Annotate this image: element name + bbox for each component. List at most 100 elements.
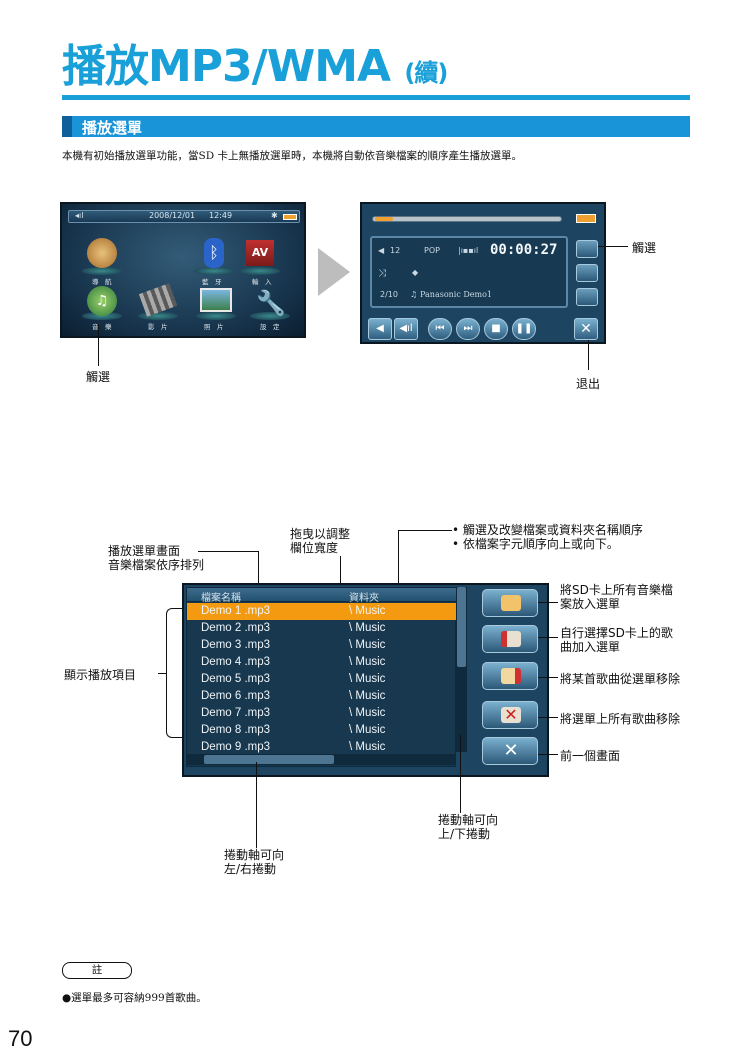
callout-playlist-screen: 播放選單畫面 音樂檔案依序排列 bbox=[108, 544, 205, 572]
playlist-button[interactable] bbox=[576, 240, 598, 258]
list-button[interactable] bbox=[576, 264, 598, 282]
volume-up-button[interactable]: ◀ıl bbox=[394, 318, 418, 340]
exit-button[interactable]: ✕ bbox=[574, 318, 598, 340]
add-song-icon bbox=[501, 631, 521, 647]
shuffle-icon: ⤨ bbox=[378, 268, 386, 279]
callout-sort: • 觸選及改變檔案或資料夾名稱順序 • 依檔案字元順序向上或向下。 bbox=[452, 523, 643, 551]
table-row[interactable]: Demo 7 .mp3 \ Music bbox=[187, 705, 457, 722]
table-row[interactable]: Demo 9 .mp3\ Music bbox=[187, 739, 457, 756]
note-icon: ♫ bbox=[410, 290, 418, 299]
table-row[interactable]: Demo 2 .mp3 \ Music bbox=[187, 620, 457, 637]
status-bar: ◂ıl 2008/12/01 12:49 ✱ bbox=[68, 210, 300, 223]
close-icon: ✕ bbox=[580, 321, 592, 337]
pause-button[interactable]: ❚❚ bbox=[512, 318, 536, 340]
callout-touch-playlist: 觸選 bbox=[632, 241, 657, 255]
status-time: 12:49 bbox=[209, 211, 233, 220]
row-folder: \ Music bbox=[349, 639, 386, 651]
next-button[interactable]: ⏭ bbox=[456, 318, 480, 340]
film-icon[interactable] bbox=[138, 283, 178, 317]
section-header: 播放選單 bbox=[62, 116, 690, 137]
menu-item-music[interactable]: 音 樂 bbox=[92, 323, 112, 331]
add-selected-button[interactable] bbox=[482, 625, 538, 653]
battery-icon bbox=[283, 214, 297, 220]
photo-icon[interactable] bbox=[200, 288, 232, 312]
column-header-file[interactable]: 檔案名稱 bbox=[201, 593, 241, 604]
wrench-icon[interactable]: 🔧 bbox=[256, 289, 286, 317]
row-file-name: Demo 7 .mp3 bbox=[201, 707, 271, 719]
table-row[interactable]: Demo 5 .mp3\ Music bbox=[187, 671, 457, 688]
callout-horizontal-scroll: 捲動軸可向 左/右捲動 bbox=[224, 848, 285, 876]
track-name: Panasonic Demo1 bbox=[420, 290, 493, 299]
row-file-name: Demo 9 .mp3 bbox=[201, 741, 271, 753]
remove-song-button[interactable] bbox=[482, 662, 538, 690]
compass-icon[interactable] bbox=[87, 238, 117, 268]
speaker-icon: ◂ıl bbox=[75, 211, 84, 220]
row-folder: \ Music bbox=[349, 673, 386, 685]
back-button[interactable]: ✕ bbox=[482, 737, 538, 765]
intro-text: 本機有初始播放選單功能，當SD 卡上無播放選單時，本機將自動依音樂檔案的順序產生… bbox=[62, 150, 522, 162]
callout-vertical-scroll: 捲動軸可向 上/下捲動 bbox=[438, 813, 499, 841]
vertical-scroll-thumb[interactable] bbox=[457, 587, 466, 667]
title-rule bbox=[62, 95, 690, 100]
menu-item-video[interactable]: 影 片 bbox=[148, 323, 168, 331]
callout-remove-one: 將某首歌曲從選單移除 bbox=[560, 672, 681, 686]
row-file-name: Demo 8 .mp3 bbox=[201, 724, 271, 736]
column-header-folder[interactable]: 資料夾 bbox=[349, 593, 379, 604]
player-display: ◀ 12 POP |ı▪▪ıl 00:00:27 ⤨ ◆ 2/10 ♫ Pana… bbox=[370, 236, 568, 308]
row-folder: \ Music bbox=[349, 707, 386, 719]
player-screen: ◀ 12 POP |ı▪▪ıl 00:00:27 ⤨ ◆ 2/10 ♫ Pana… bbox=[360, 202, 606, 344]
add-all-icon bbox=[501, 595, 521, 611]
items-bracket bbox=[166, 608, 182, 738]
menu-item-bluetooth[interactable]: 藍 牙 bbox=[202, 278, 222, 286]
volume-down-button[interactable]: ◀ bbox=[368, 318, 392, 340]
level-meter-icon: |ı▪▪ıl bbox=[458, 246, 479, 255]
row-file-name: Demo 3 .mp3 bbox=[201, 639, 271, 651]
callout-remove-all: 將選單上所有歌曲移除 bbox=[560, 712, 681, 726]
menu-item-navigation[interactable]: 導 航 bbox=[92, 278, 112, 286]
eq-mode: POP bbox=[424, 246, 440, 255]
table-row[interactable]: Demo 6 .mp3\ Music bbox=[187, 688, 457, 705]
menu-item-input[interactable]: 輸 入 bbox=[252, 278, 272, 286]
row-folder: \ Music bbox=[349, 656, 386, 668]
table-row[interactable]: Demo 1 .mp3\ Music bbox=[187, 603, 457, 620]
progress-fill bbox=[375, 217, 393, 221]
add-all-button[interactable] bbox=[482, 589, 538, 617]
title-main: 播放MP3/WMA bbox=[62, 41, 391, 92]
row-file-name: Demo 2 .mp3 bbox=[201, 622, 271, 634]
note-label: 註 bbox=[62, 962, 132, 979]
menu-item-settings[interactable]: 設 定 bbox=[260, 323, 280, 331]
remove-song-icon bbox=[501, 668, 521, 684]
eq-button[interactable] bbox=[576, 288, 598, 306]
remove-all-button[interactable]: ✕ bbox=[482, 701, 538, 729]
row-file-name: Demo 4 .mp3 bbox=[201, 656, 271, 668]
av-input-icon[interactable]: AV bbox=[246, 240, 274, 266]
callout-drag-column: 拖曳以調整 欄位寬度 bbox=[290, 527, 351, 555]
callout-back: 前一個畫面 bbox=[560, 749, 621, 763]
title-suffix: (續) bbox=[404, 59, 448, 87]
horizontal-scroll-thumb[interactable] bbox=[204, 755, 334, 764]
page-number: 70 bbox=[8, 1026, 33, 1051]
progress-bar[interactable] bbox=[372, 216, 562, 222]
note-text: ●選單最多可容納999首歌曲。 bbox=[62, 992, 207, 1004]
status-date: 2008/12/01 bbox=[149, 211, 196, 220]
music-icon[interactable]: ♫ bbox=[87, 286, 117, 316]
bluetooth-icon[interactable]: ᛒ bbox=[204, 238, 224, 268]
previous-button[interactable]: ⏮ bbox=[428, 318, 452, 340]
section-title: 播放選單 bbox=[82, 119, 143, 137]
table-row[interactable]: Demo 3 .mp3 \ Music bbox=[187, 637, 457, 654]
table-row[interactable]: Demo 4 .mp3 \ Music bbox=[187, 654, 457, 671]
row-folder: \ Music bbox=[349, 724, 386, 736]
close-icon: ✕ bbox=[503, 740, 519, 761]
table-row[interactable]: Demo 8 .mp3 \ Music bbox=[187, 722, 457, 739]
callout-display-items: 顯示播放項目 bbox=[64, 668, 137, 682]
volume-level: 12 bbox=[390, 246, 401, 255]
menu-item-photo[interactable]: 照 片 bbox=[204, 323, 224, 331]
stop-button[interactable]: ■ bbox=[484, 318, 508, 340]
vertical-scrollbar[interactable] bbox=[456, 587, 467, 752]
row-folder: \ Music bbox=[349, 622, 386, 634]
horizontal-scrollbar[interactable] bbox=[186, 754, 456, 765]
clear-all-icon: ✕ bbox=[501, 707, 521, 723]
row-file-name: Demo 6 .mp3 bbox=[201, 690, 271, 702]
